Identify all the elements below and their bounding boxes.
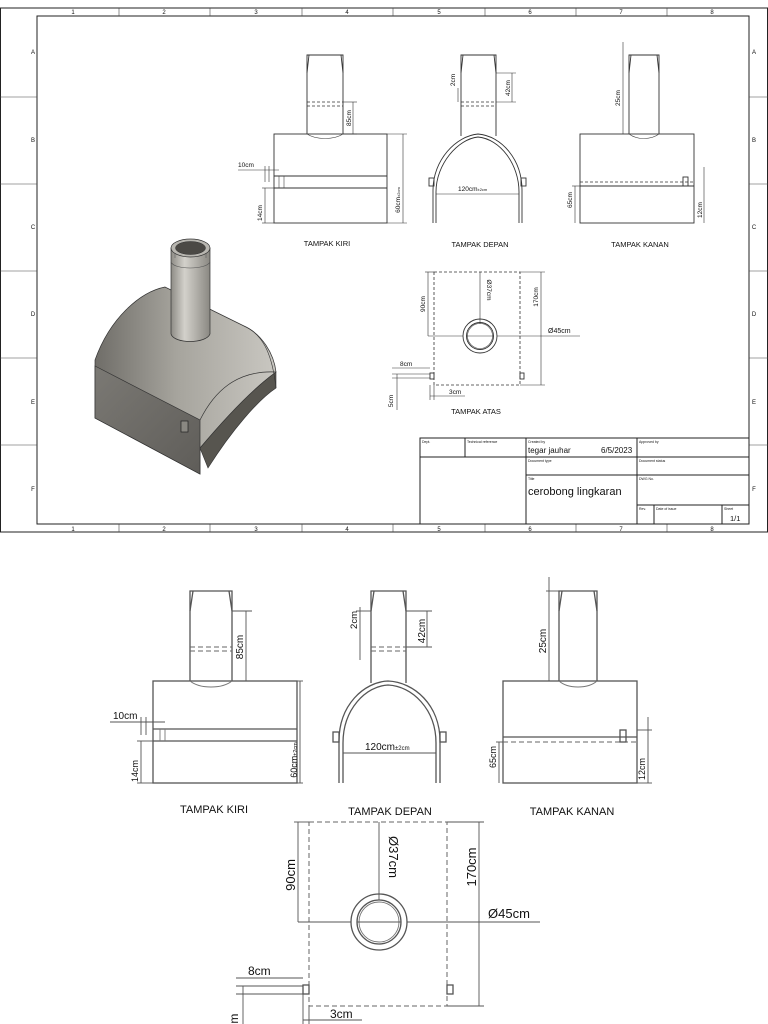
top-view-zoom: Ø37cm 90cm 170cm Ø45cm 8cm 5cm 3cm (227, 821, 540, 1024)
col-label: 3 (254, 10, 258, 16)
view-title: TAMPAK DEPAN (451, 240, 508, 249)
dim-label: 42cm (505, 80, 512, 96)
dim-label: 3cm (449, 389, 461, 396)
tb-sheet: 1/1 (730, 514, 740, 523)
dim-label: 65cm (488, 746, 498, 768)
tb-label: Dept. (422, 440, 430, 444)
row-label: C (752, 225, 757, 231)
row-label: C (31, 225, 36, 231)
dim-label: 12cm (637, 758, 647, 780)
dim-label: 90cm (420, 296, 427, 312)
tb-label: Created by (528, 440, 545, 444)
dim-label: Ø45cm (488, 906, 530, 921)
dim-label: 120cm±2cm (458, 186, 488, 193)
dim-label: 65cm (567, 192, 574, 208)
col-label: 6 (528, 527, 532, 533)
dim-label: 10cm (238, 162, 254, 169)
col-label: 8 (710, 10, 714, 16)
dim-label: Ø37cm (386, 836, 401, 878)
tb-label: Document status (639, 459, 666, 463)
dim-label: 170cm (533, 287, 540, 307)
dim-label: 85cm (346, 110, 353, 126)
tb-label: Sheet (724, 507, 733, 511)
dim-label: 10cm (113, 711, 137, 722)
dim-label: 25cm (615, 90, 622, 106)
col-label: 1 (71, 10, 75, 16)
view-title: TAMPAK KANAN (611, 240, 669, 249)
dim-label: Ø37cm (485, 280, 492, 301)
dim-label: 2cm (450, 74, 457, 86)
tb-label: Date of issue (656, 507, 676, 511)
col-label: 4 (345, 10, 349, 16)
dim-label: 8cm (400, 361, 412, 368)
col-label: 1 (71, 527, 75, 533)
view-title: TAMPAK ATAS (451, 407, 501, 416)
front-view-small: 2cm 42cm 120cm±2cm TAMPAK DEPAN (428, 54, 527, 249)
dim-label: 60cm±2cm (289, 742, 299, 778)
dim-label: 2cm (349, 611, 360, 629)
dim-label: 42cm (417, 619, 428, 643)
view-title: TAMPAK DEPAN (348, 806, 432, 818)
dim-label: 12cm (697, 202, 704, 218)
tb-title: cerobong lingkaran (528, 486, 622, 498)
dim-label: 5cm (227, 1014, 241, 1024)
dim-label: 14cm (257, 205, 264, 221)
dim-label: 14cm (130, 760, 140, 782)
left-view-zoom: 85cm 60cm±2cm 10cm 14cm TAMPAK KIRI (110, 590, 303, 816)
dim-label: 3cm (330, 1007, 353, 1021)
title-block: Dept. Technical reference Created by teg… (419, 437, 750, 525)
dim-label: 90cm (283, 859, 298, 891)
row-label: D (31, 312, 36, 318)
tb-label: Title (528, 477, 535, 481)
row-label: B (752, 138, 756, 144)
tb-label: DWG No. (639, 477, 654, 481)
row-label: A (31, 50, 35, 56)
dim-label: 170cm (464, 847, 479, 886)
tb-label: Rev. (639, 507, 646, 511)
row-label: B (31, 138, 35, 144)
tb-label: Approved by (639, 440, 659, 444)
col-label: 5 (437, 527, 441, 533)
dim-label: 85cm (235, 635, 246, 659)
row-label: D (752, 312, 757, 318)
top-view-small: Ø37cm 90cm 170cm Ø45cm 8cm 5cm 3cm TAMPA… (388, 271, 580, 416)
col-label: 6 (528, 10, 532, 16)
dim-label: 120cm±2cm (365, 742, 410, 753)
dim-label: Ø45cm (548, 328, 571, 335)
view-title: TAMPAK KIRI (180, 804, 248, 816)
tb-label: Technical reference (467, 440, 497, 444)
col-label: 4 (345, 527, 349, 533)
isometric-3d-model (94, 238, 277, 475)
col-label: 2 (162, 527, 166, 533)
tb-label: Document type (528, 459, 552, 463)
col-label: 3 (254, 527, 258, 533)
row-label: E (31, 400, 35, 406)
row-label: A (752, 50, 756, 56)
zoomed-views: 85cm 60cm±2cm 10cm 14cm TAMPAK KIRI 2cm … (110, 577, 652, 1024)
row-label: E (752, 400, 756, 406)
col-label: 7 (619, 10, 623, 16)
right-view-zoom: 25cm 65cm 12cm TAMPAK KANAN (488, 577, 652, 818)
col-label: 2 (162, 10, 166, 16)
front-view-zoom: 2cm 42cm 120cm±2cm TAMPAK DEPAN (332, 590, 447, 818)
col-label: 7 (619, 527, 623, 533)
col-label: 5 (437, 10, 441, 16)
tb-date: 6/5/2023 (601, 446, 633, 455)
dim-label: 25cm (538, 629, 549, 653)
view-title: TAMPAK KIRI (304, 239, 350, 248)
dim-label: 8cm (248, 964, 271, 978)
view-title: TAMPAK KANAN (530, 806, 615, 818)
drawing-sheet: 1 2 3 4 5 6 7 8 1 2 3 4 5 6 7 8 A B C D … (0, 7, 768, 533)
row-label: F (752, 487, 756, 493)
dim-label: 5cm (388, 395, 395, 407)
right-view-small: 25cm 65cm 12cm TAMPAK KANAN (567, 42, 705, 249)
left-view-small: 85cm 60cm±2cm 10cm 14cm TAMPAK KIRI (238, 54, 407, 248)
tb-created-by: tegar jauhar (528, 446, 571, 455)
row-label: F (31, 487, 35, 493)
col-label: 8 (710, 527, 714, 533)
dim-label: 60cm±2cm (395, 187, 402, 213)
